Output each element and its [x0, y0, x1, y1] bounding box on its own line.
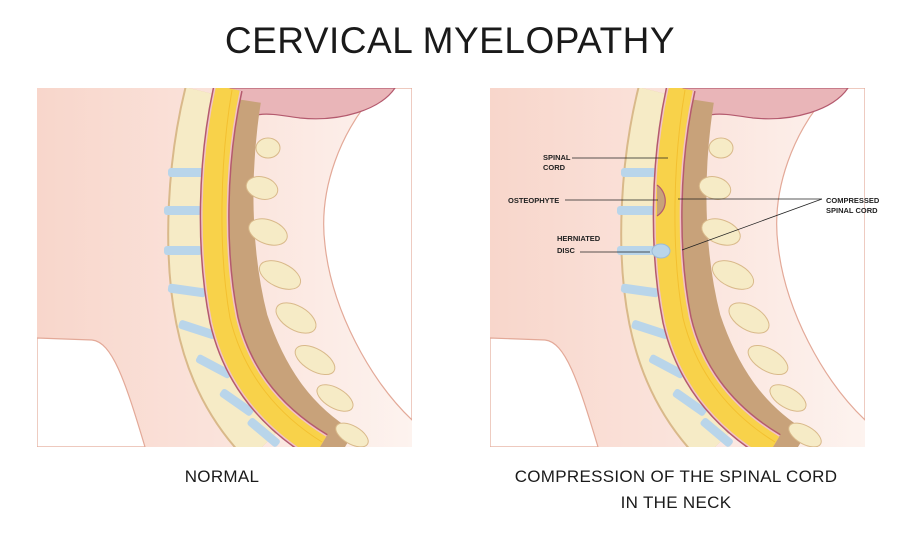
caption-compression-line-2: IN THE NECK: [620, 493, 732, 512]
caption-normal: NORMAL: [122, 464, 322, 490]
normal-spine-illustration: [37, 88, 412, 452]
label-spinal-cord-1: SPINAL: [543, 153, 571, 162]
annotation-labels: SPINAL CORD OSTEOPHYTE HERNIATED DISC CO…: [508, 153, 880, 255]
label-spinal-cord-2: CORD: [543, 163, 566, 172]
caption-compression: COMPRESSION OF THE SPINAL CORD IN THE NE…: [476, 464, 876, 516]
caption-normal-text: NORMAL: [184, 467, 260, 486]
page-title: CERVICAL MYELOPATHY: [224, 20, 676, 61]
osteophyte-shape: [656, 184, 666, 217]
label-herniated-disc-2: DISC: [557, 246, 576, 255]
caption-compression-line-1: COMPRESSION OF THE SPINAL CORD: [514, 467, 838, 486]
label-compressed-cord-1: COMPRESSED: [826, 196, 880, 205]
label-compressed-cord-2: SPINAL CORD: [826, 206, 878, 215]
label-osteophyte: OSTEOPHYTE: [508, 196, 559, 205]
label-herniated-disc-1: HERNIATED: [557, 234, 601, 243]
compressed-spine-illustration: [490, 88, 865, 452]
herniated-disc-shape: [651, 243, 671, 259]
